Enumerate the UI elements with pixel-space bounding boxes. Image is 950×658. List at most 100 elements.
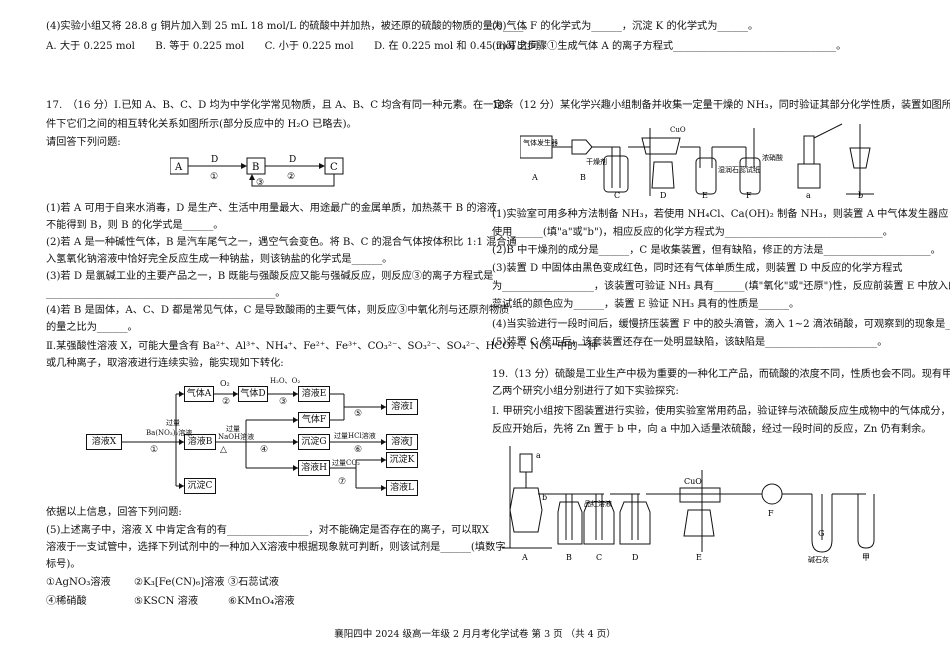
q19-intro-3: Ⅰ. 甲研究小组按下图装置进行实验，使用实验室常用药品，验证锌与浓硫酸反应生成物… bbox=[492, 406, 950, 417]
box-precipitate-g: 沉淀G bbox=[298, 434, 330, 450]
instruction: 依据以上信息，回答下列问题: bbox=[46, 507, 182, 518]
label-excess-2: 过量 bbox=[226, 425, 240, 433]
label-h2o-o2: H₂O、O₂ bbox=[270, 377, 301, 385]
label-excess-hcl: 过量HCl溶液 bbox=[334, 432, 376, 440]
q17-s1-b: 不能得到 B，则 B 的化学式是______。 bbox=[46, 220, 224, 231]
q18-s1-a: (1)实验室可用多种方法制备 NH₃，若使用 NH₄Cl、Ca(OH)₂ 制备 … bbox=[492, 209, 949, 220]
abc-flow-diagram: A B C D D ① ② ③ bbox=[169, 150, 345, 192]
q18-s1-b: 使用______(填"a"或"b")，相应反应的化学方程式为__________… bbox=[492, 227, 893, 238]
label-a-app: A bbox=[531, 173, 538, 182]
label-e-2: E bbox=[696, 553, 702, 562]
q17-s1-a: (1)若 A 可用于自来水消毒，D 是生产、生活中用量最大、用途最广的金属单质，… bbox=[46, 203, 497, 214]
q17-s6: (6)气体 F 的化学式为______，沉淀 K 的化学式为______。 bbox=[492, 21, 759, 32]
box-gas-d: 气体D bbox=[238, 386, 268, 402]
reagent-4: ④稀硝酸 bbox=[46, 596, 87, 607]
q17-part2-a: Ⅱ.某强酸性溶液 X，可能大量含有 Ba²⁺、Al³⁺、NH₄⁺、Fe²⁺、Fe… bbox=[46, 341, 598, 352]
q16-4-options: A. 大于 0.225 mol B. 等于 0.225 mol C. 小于 0.… bbox=[46, 41, 539, 52]
label-e-app: E bbox=[702, 191, 708, 198]
flow-step1: ① bbox=[210, 172, 218, 182]
flow-d2: D bbox=[289, 155, 296, 165]
box-gas-a: 气体A bbox=[184, 386, 214, 402]
label-a-funnel: a bbox=[536, 451, 541, 460]
q18-s2: (2)B 中干燥剂的成分是______，C 是收集装置，但有缺陷，修正的方法是_… bbox=[492, 245, 941, 256]
label-a-2: A bbox=[521, 553, 528, 562]
apparatus-q18-svg: 气体发生器 CuO 干燥剂 湿润石蕊试纸 浓硝酸 A B C D E F a b bbox=[519, 123, 874, 200]
box-solution-x: 溶液X bbox=[86, 434, 122, 450]
label-jia: 甲 bbox=[862, 553, 870, 562]
q17-s3-b: ________________________________________… bbox=[46, 288, 286, 299]
step-1: ① bbox=[150, 445, 159, 455]
reagent-6: ⑥KMnO₄溶液 bbox=[228, 596, 295, 607]
label-heat: △ bbox=[220, 445, 227, 455]
apparatus-q19-svg: a b 品红溶液 CuO 碱石灰 A B C D E F G 甲 bbox=[502, 446, 875, 564]
box-solution-j: 溶液J bbox=[386, 434, 418, 450]
box-solution-i: 溶液I bbox=[386, 399, 418, 415]
step-6: ⑥ bbox=[354, 445, 363, 455]
box-precipitate-c: 沉淀C bbox=[184, 478, 216, 494]
q17-s5-b: 溶液于一支试管中，选择下列试剂中的一种加入X溶液中根据现象就可判断，则该试剂是_… bbox=[46, 542, 506, 553]
label-b-flask: b bbox=[542, 493, 547, 502]
label-excess-1: 过量 bbox=[166, 419, 180, 427]
label-nitric: 浓硝酸 bbox=[762, 153, 783, 162]
reagent-5: ⑤KSCN 溶液 bbox=[134, 596, 199, 607]
q18-s4: (4)当实验进行一段时间后，缓慢挤压装置 F 中的胶头滴管，滴入 1~2 滴浓硝… bbox=[492, 319, 950, 330]
q16-4-text: (4)实验小组又将 28.8 g 铜片加入到 25 mL 18 mol/L 的硫… bbox=[46, 21, 534, 32]
q18-intro: 18. （12 分）某化学兴趣小组制备并收集一定量干燥的 NH₃，同时验证其部分… bbox=[492, 100, 950, 111]
step-7: ⑦ bbox=[338, 477, 347, 487]
label-c-app: C bbox=[614, 191, 620, 198]
label-cuo-2: CuO bbox=[684, 477, 702, 486]
label-excess-co2: 过量CO₂ bbox=[332, 459, 360, 467]
q17-s7: (7)写出步骤①生成气体 A 的离子方程式___________________… bbox=[492, 41, 847, 52]
q17-intro-3: 请回答下列问题: bbox=[46, 137, 121, 148]
ion-flow-diagram: 溶液X 气体A 气体D 溶液E 气体F 溶液B 沉淀G 溶液H 沉淀C 溶液I … bbox=[86, 376, 426, 502]
label-d-2: D bbox=[632, 553, 638, 562]
flow-a: A bbox=[174, 162, 183, 173]
q17-s4-a: (4)若 B 是固体，A、C、D 都是常见气体，C 是导致酸雨的主要气体，则反应… bbox=[46, 305, 510, 316]
box-gas-f: 气体F bbox=[298, 412, 330, 428]
ion-flow-lines bbox=[122, 391, 386, 491]
apparatus-q19: a b 品红溶液 CuO 碱石灰 A B C D E F G 甲 bbox=[492, 440, 892, 566]
label-g-2: G bbox=[818, 529, 824, 538]
q17-s5-a: (5)上述离子中，溶液 X 中肯定含有的有________________，对不… bbox=[46, 525, 489, 536]
box-precipitate-k: 沉淀K bbox=[386, 452, 418, 468]
q17-intro-2: 件下它们之间的相互转化关系如图所示(部分反应中的 H₂O 已略去)。 bbox=[46, 119, 357, 130]
q19-intro-1: 19.（13 分）硫酸是工业生产中极为重要的一种化工产品，而硫酸的浓度不同，性质… bbox=[492, 369, 950, 380]
box-solution-l: 溶液L bbox=[386, 480, 418, 496]
reagent-2: ②K₃[Fe(CN)₆]溶液 bbox=[134, 577, 225, 588]
q18-s3-b: 为__________________，该装置可验证 NH₃ 具有______(… bbox=[492, 281, 950, 292]
label-litmus: 湿润石蕊试纸 bbox=[718, 165, 760, 174]
q17-intro-1: 17. （16 分）Ⅰ.已知 A、B、C、D 均为中学化学常见物质，且 A、B、… bbox=[46, 100, 514, 111]
apparatus-q18: 气体发生器 CuO 干燥剂 湿润石蕊试纸 浓硝酸 A B C D E F a b bbox=[519, 118, 900, 200]
label-gas-generator-1: 气体发生器 bbox=[523, 138, 558, 147]
label-b-generator: b bbox=[858, 191, 863, 198]
label-barium-nitrate: Ba(NO₃)₂溶液 bbox=[146, 429, 193, 437]
step-2: ② bbox=[222, 397, 231, 407]
left-column: (4)实验小组又将 28.8 g 铜片加入到 25 mL 18 mol/L 的硫… bbox=[46, 0, 598, 620]
q17-s2-a: (2)若 A 是一种碱性气体，B 是汽车尾气之一，遇空气会变色。将 B、C 的混… bbox=[46, 237, 517, 248]
q17-part2-b: 或几种离子，取溶液进行连续实验，能实现如下转化: bbox=[46, 358, 284, 369]
label-f-2: F bbox=[768, 509, 774, 518]
step-4: ④ bbox=[260, 445, 269, 455]
flow-c: C bbox=[330, 162, 338, 173]
label-cuo: CuO bbox=[670, 126, 686, 134]
page-footer: 襄阳四中 2024 级高一年级 2 月月考化学试卷 第 3 页 （共 4 页） bbox=[334, 629, 616, 640]
flow-d1: D bbox=[211, 155, 218, 165]
flow-step2: ② bbox=[287, 172, 295, 182]
step-5: ⑤ bbox=[354, 409, 363, 419]
flow-b: B bbox=[252, 162, 259, 173]
box-solution-e: 溶液E bbox=[298, 386, 330, 402]
label-o2: O₂ bbox=[220, 379, 230, 388]
reagent-1: ①AgNO₃溶液 bbox=[46, 577, 111, 588]
label-soda-lime: 碱石灰 bbox=[808, 555, 829, 564]
label-a-generator: a bbox=[806, 191, 811, 198]
q18-s3-a: (3)装置 D 中固体由黑色变成红色，同时还有气体单质生成，则装置 D 中反应的… bbox=[492, 263, 903, 274]
reagent-3: ③石蕊试液 bbox=[228, 577, 279, 588]
label-f-app: F bbox=[746, 191, 752, 198]
abc-flow-svg: A B C D D ① ② ③ bbox=[169, 155, 344, 188]
q19-intro-4: 反应开始后，先将 Zn 置于 b 中，向 a 中加入适量浓硫酸，经过一段时间的反… bbox=[492, 424, 932, 435]
box-solution-h: 溶液H bbox=[298, 460, 330, 476]
label-drying-agent: 干燥剂 bbox=[586, 157, 607, 166]
q17-s5-c: 标号)。 bbox=[46, 559, 81, 570]
q17-s4-b: 的量之比为______。 bbox=[46, 322, 138, 333]
label-b-app: B bbox=[580, 173, 586, 182]
